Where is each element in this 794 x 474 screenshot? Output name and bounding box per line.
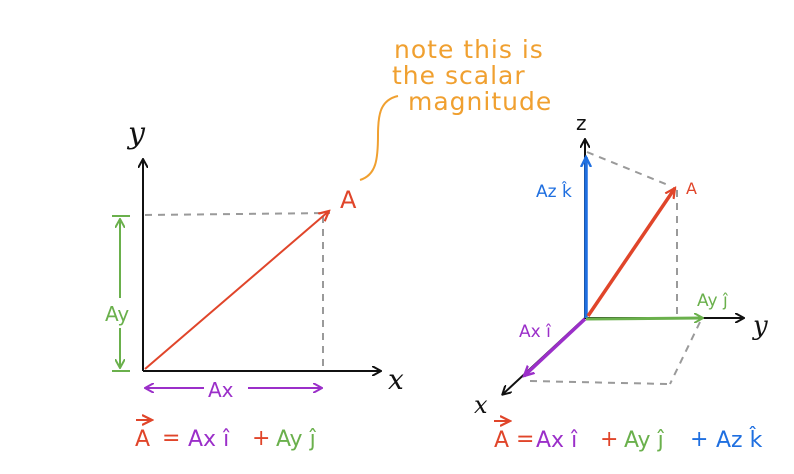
formula-3d-az: Az k̂ [716, 427, 763, 453]
diagram-2d: Ay Ax y x A A = Ax î + Ay ĵ [104, 116, 404, 452]
formula-3d: A = Ax î + Ay ĵ + Az k̂ [494, 421, 763, 453]
formula-2d-plus: + [252, 426, 270, 451]
dashed-projection-horizontal [144, 212, 331, 216]
formula-2d: A = Ax î + Ay ĵ [135, 420, 317, 452]
note-line-3: magnitude [408, 87, 552, 116]
vector-a-label-3d: A [686, 179, 697, 198]
azk-label: Az k̂ [536, 181, 572, 202]
formula-3d-plus1: + [600, 427, 618, 452]
vector-a-3d [586, 188, 677, 317]
formula-2d-vec: A [135, 427, 150, 452]
ay-j-component [585, 318, 702, 319]
x-axis-label-2d: x [388, 363, 404, 396]
z-axis-label-3d: z [576, 111, 587, 135]
vector-a-label-2d: A [340, 186, 357, 214]
note-pointer-line [359, 95, 399, 181]
formula-2d-eq: = [162, 426, 180, 451]
ay-label-bg [104, 298, 138, 328]
formula-3d-eq: = [516, 427, 534, 452]
x-axis-label-3d: x [474, 391, 488, 419]
ay-label: Ay [105, 302, 129, 326]
y-axis-label-3d: y [752, 311, 768, 341]
ax-i-component [524, 317, 587, 376]
formula-3d-plus2: + [690, 427, 708, 452]
note-line-2: the scalar [392, 61, 526, 90]
note-annotation: note this is the scalar magnitude [392, 35, 552, 116]
formula-3d-ax: Ax î [536, 428, 578, 453]
ax-label-bg [204, 376, 248, 400]
note-line-1: note this is [394, 35, 544, 64]
dashed-box-bottom [529, 380, 669, 385]
formula-3d-ay: Ay ĵ [624, 428, 665, 453]
ax-label: Ax [208, 378, 234, 402]
formula-2d-ay: Ay ĵ [276, 427, 317, 452]
y-axis-label-2d: y [126, 116, 146, 151]
ayj-label: Ay ĵ [697, 291, 729, 311]
formula-2d-ax: Ax î [188, 427, 230, 452]
diagram-3d: z y x A Az k̂ Ax î Ay ĵ A = Ax î + Ay ĵ … [474, 111, 768, 453]
axi-label: Ax î [519, 322, 552, 342]
formula-3d-vec: A [494, 428, 509, 453]
vector-a-2d [144, 211, 329, 370]
dashed-box-diagonal [669, 321, 701, 385]
dashed-box-top [586, 151, 669, 186]
